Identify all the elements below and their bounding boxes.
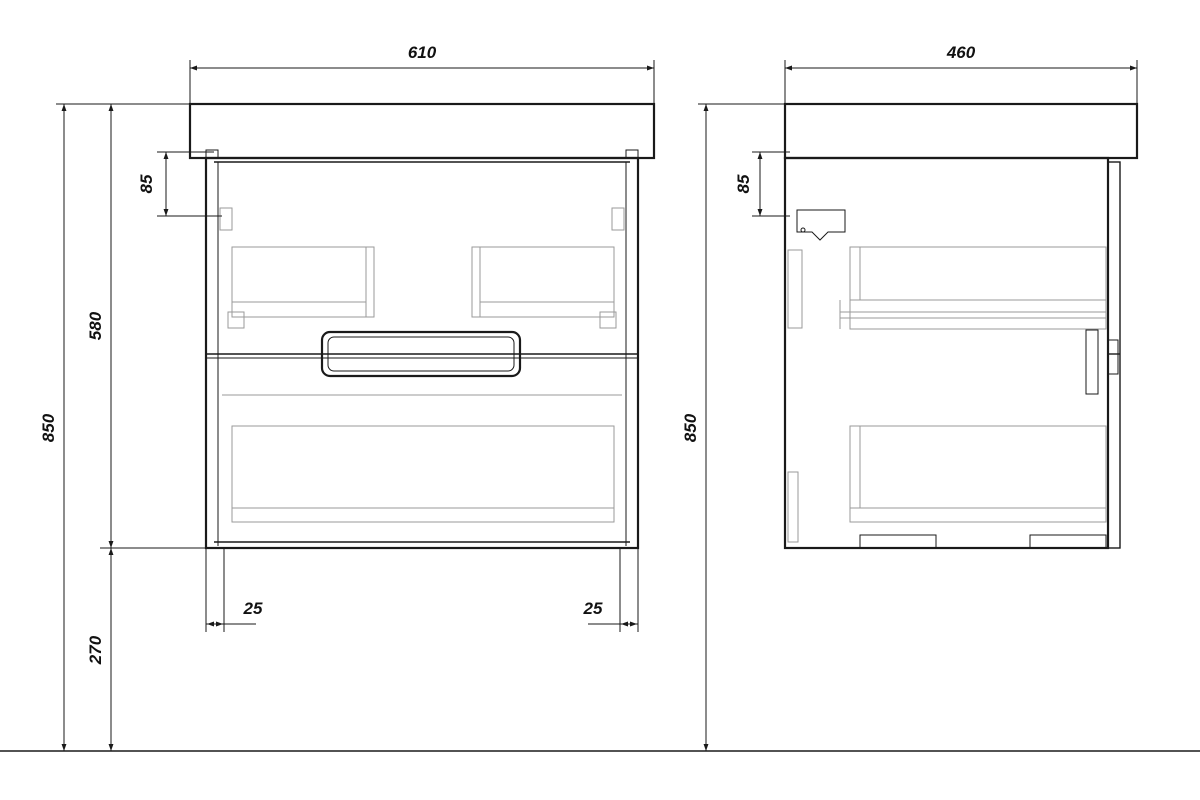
side-rear-rail-lower: [787, 471, 799, 543]
side-countertop: [783, 102, 1139, 160]
side-rear-rail-upper: [787, 249, 803, 329]
side-depth-label: 460: [946, 43, 976, 62]
side-siphon-dot: [800, 227, 806, 233]
front-right-hinge-bottom: [599, 311, 617, 329]
front-left-hinge-bottom: [227, 311, 245, 329]
side-bottom-block-right: [1029, 534, 1107, 549]
front-right-tab: [625, 149, 639, 159]
front-top-offset-label: 85: [137, 174, 156, 193]
front-view: 610 85 580 270 850 25 25: [39, 43, 656, 751]
front-width-label: 610: [408, 43, 437, 62]
front-left-tab: [205, 149, 219, 159]
front-body-height-label: 580: [86, 311, 105, 340]
side-drawer-handle: [1085, 329, 1099, 395]
front-left-inset-label: 25: [243, 599, 263, 618]
front-cabinet-body: [204, 156, 640, 550]
side-siphon-detail: [796, 209, 846, 241]
side-view: 460 85 850: [681, 43, 1139, 751]
front-left-hinge-top: [219, 207, 233, 231]
front-floor-gap-label: 270: [86, 635, 105, 665]
front-countertop: [188, 102, 656, 160]
front-upper-drawer-right-box: [471, 246, 615, 318]
front-right-hinge-top: [611, 207, 625, 231]
front-total-height-label: 850: [39, 413, 58, 442]
front-lower-drawer-box: [231, 425, 615, 523]
side-drawer-handle-knob: [1107, 339, 1119, 375]
front-drawer-handle-inner: [327, 336, 515, 372]
front-upper-drawer-left-box: [231, 246, 375, 318]
side-upper-drawer-box: [849, 246, 1107, 330]
side-top-offset-label: 85: [734, 174, 753, 193]
front-drawer-handle[interactable]: [320, 330, 522, 378]
side-bottom-block-left: [859, 534, 937, 549]
side-cabinet-body: [783, 156, 1110, 550]
side-total-height-label: 850: [681, 413, 700, 442]
side-lower-drawer-box: [849, 425, 1107, 523]
front-right-inset-label: 25: [583, 599, 603, 618]
